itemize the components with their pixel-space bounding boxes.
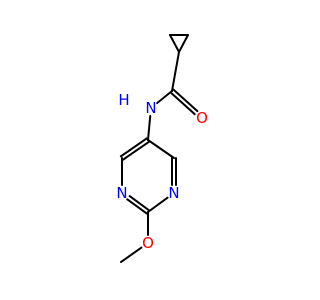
bond-n2-c7-b [126, 198, 148, 215]
bond-c8-c5 [147, 139, 175, 159]
bond-c2-c3 [178, 34, 189, 53]
bond-c3-c4 [171, 51, 180, 92]
atom-label-n1: N [145, 99, 156, 117]
bond-o2-c9 [120, 246, 143, 263]
bond-c7-n3 [147, 196, 169, 213]
bond-n1-c5 [147, 114, 152, 141]
atom-label-n2: N [116, 184, 127, 202]
bond-c5-c6-b [119, 137, 148, 158]
atom-label-n3: N [168, 184, 179, 202]
bond-c4-o1-a [169, 91, 196, 116]
bond-c5-c6-a [122, 140, 151, 161]
bond-n2-c7-a [128, 195, 151, 212]
bond-c4-o1-b [172, 88, 199, 113]
bond-c4-n1 [156, 90, 173, 104]
atom-label-hn1: H [118, 91, 129, 109]
atom-label-o1: O [196, 109, 208, 127]
bond-c1-c3 [169, 34, 180, 53]
bond-layer [119, 34, 199, 263]
atom-label-o2: O [142, 234, 154, 252]
